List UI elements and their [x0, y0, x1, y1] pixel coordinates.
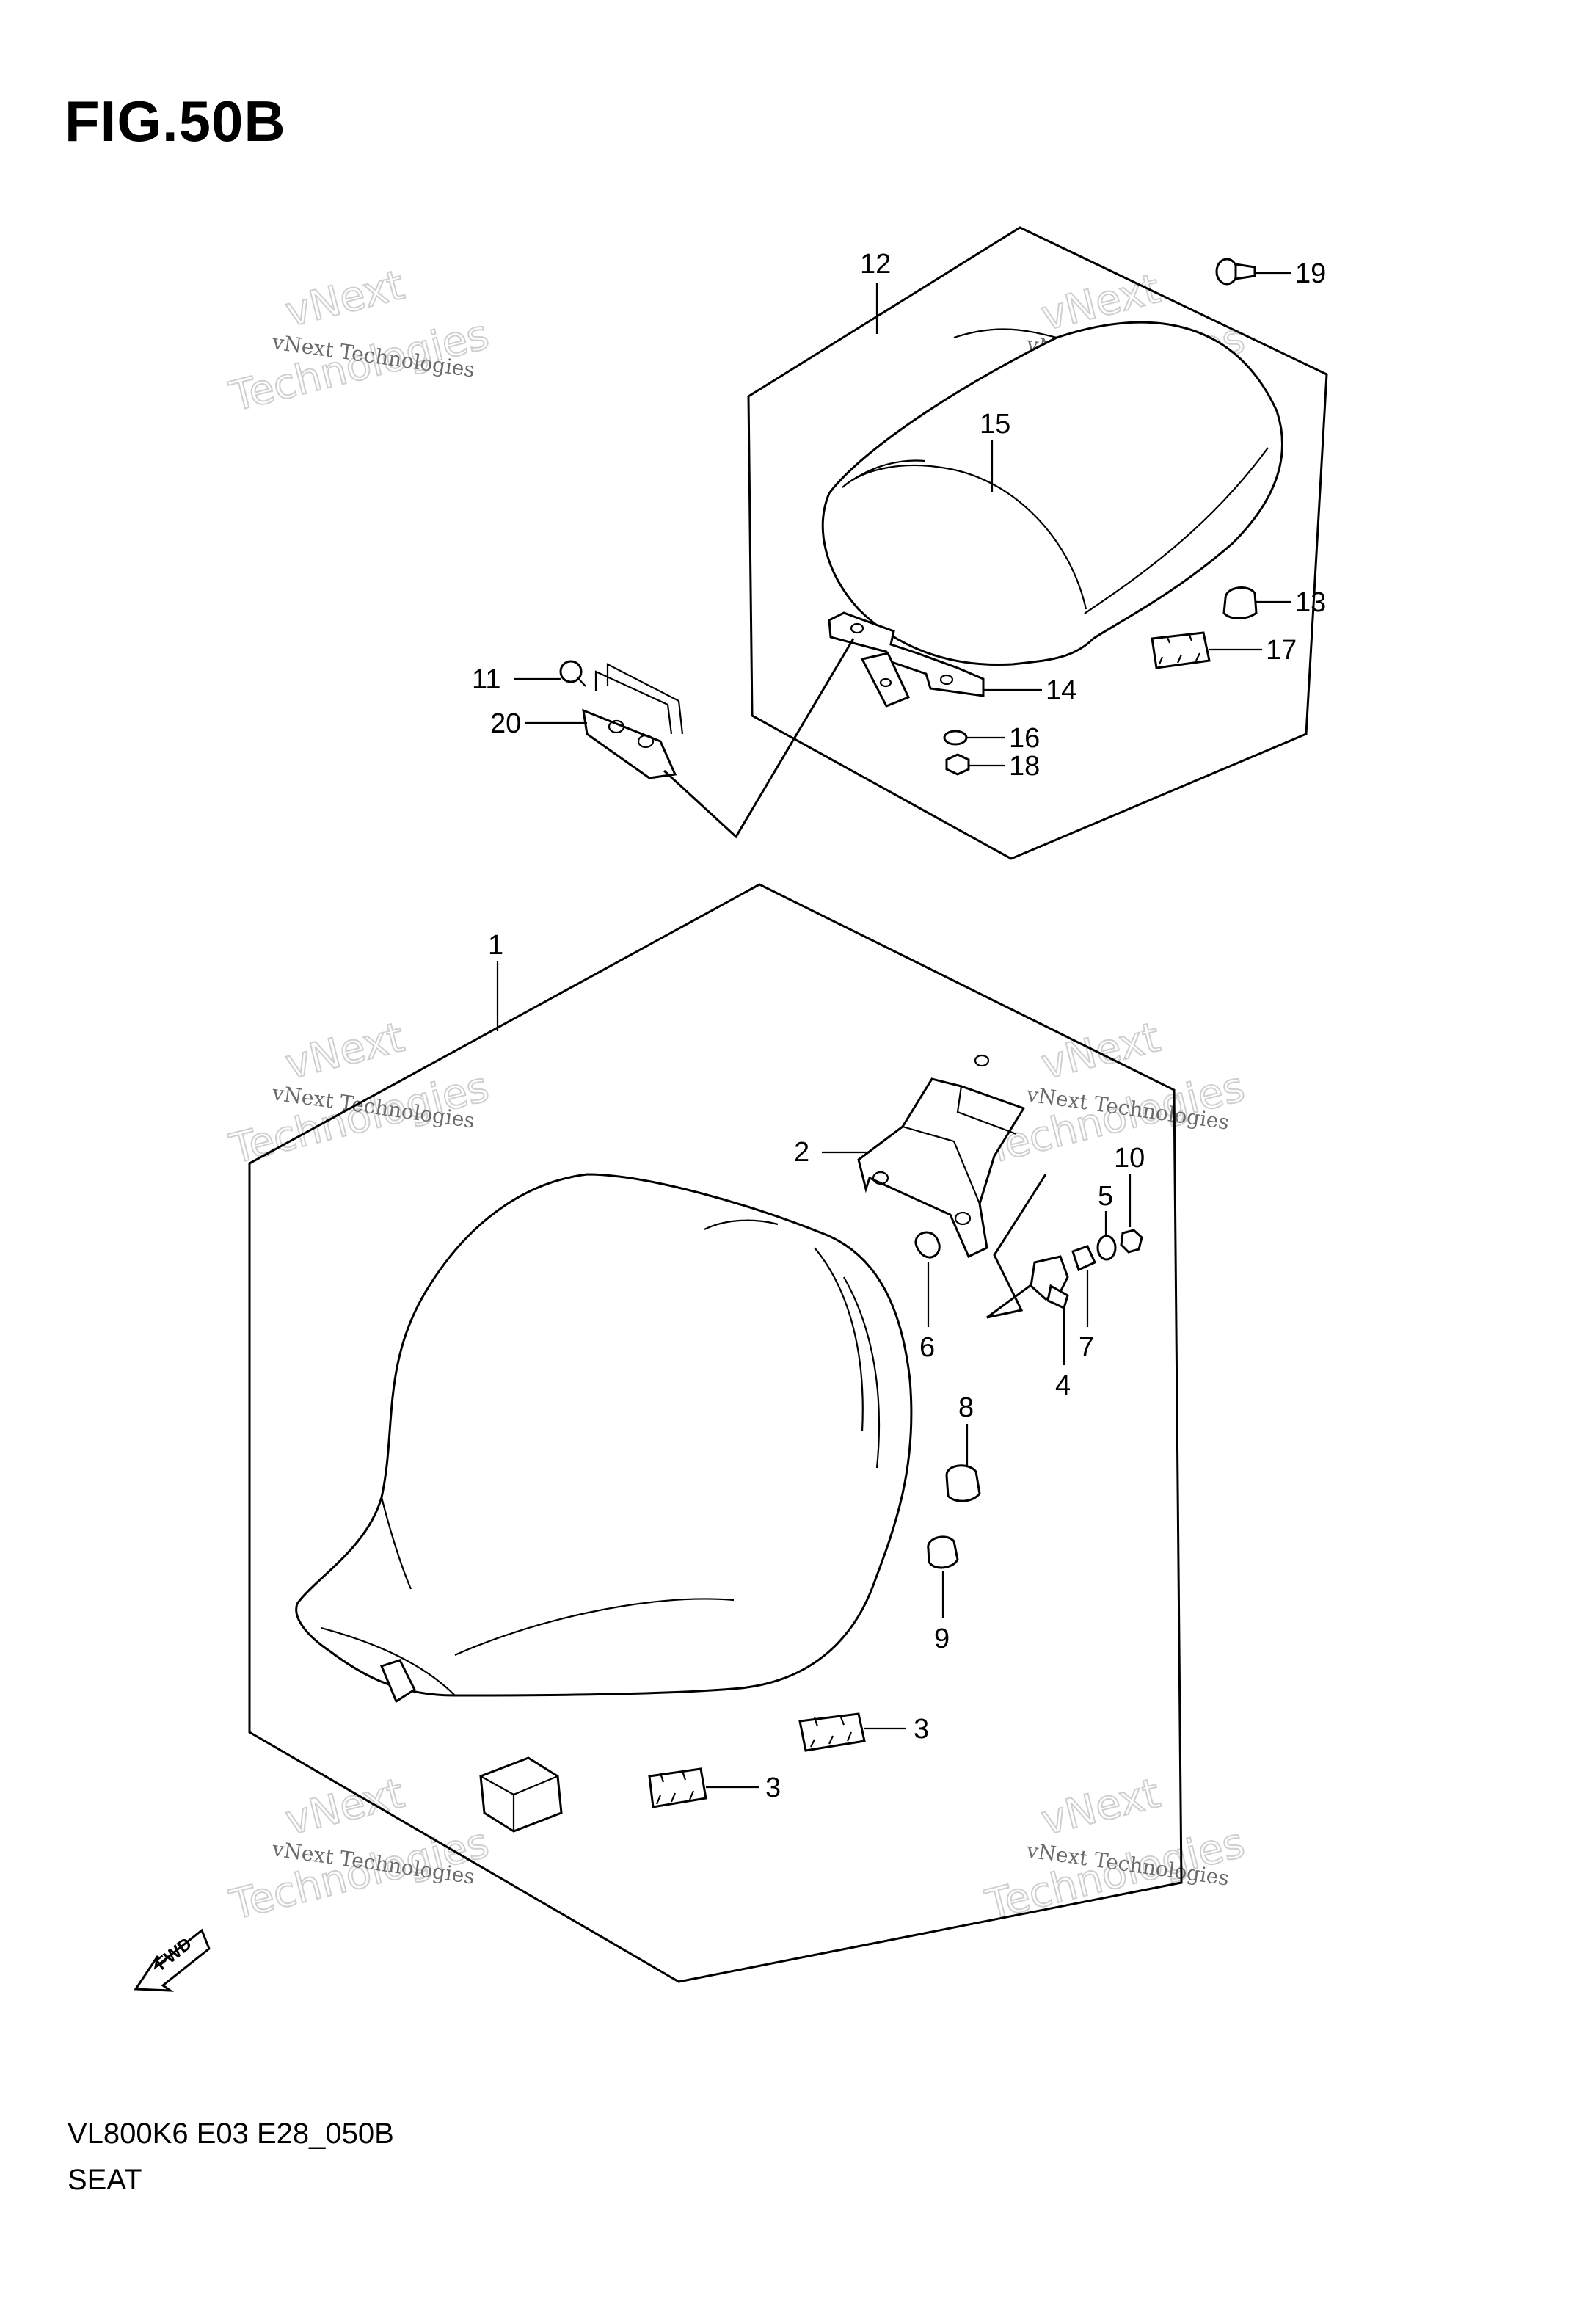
- washer: [1096, 1235, 1117, 1261]
- callout-4: 4: [1055, 1370, 1071, 1401]
- bolt: [559, 660, 586, 687]
- callout-9: 9: [934, 1624, 950, 1654]
- watermark-text: vNext: [1037, 1770, 1165, 1845]
- collar: [1071, 1245, 1096, 1272]
- callout-3-upper: 3: [914, 1714, 929, 1745]
- watermark-mid-left: vNext Technologies vNext Technologies: [225, 1013, 495, 1174]
- grab-handle: [582, 663, 684, 779]
- group-outline-passenger-seat: [747, 226, 1328, 860]
- callout-19: 19: [1295, 258, 1326, 289]
- washer: [914, 1231, 941, 1259]
- forward-direction-arrow: FWD: [134, 1928, 211, 1992]
- callout-numbers: 12 15 19 13 17 14 16 18 11 20 1 2 10 5 7…: [472, 249, 1326, 1803]
- hinge-bracket: [828, 611, 985, 708]
- seat-bracket: [857, 1054, 1026, 1259]
- tool-pouch-box: [479, 1756, 563, 1833]
- callout-12: 12: [860, 249, 891, 280]
- assembly-connector-line: [986, 1174, 1057, 1319]
- watermark-text: vNext: [281, 1014, 409, 1089]
- callout-20: 20: [490, 708, 521, 739]
- clip: [1151, 631, 1211, 669]
- clip: [798, 1712, 866, 1752]
- callout-2: 2: [794, 1137, 809, 1168]
- callout-18: 18: [1009, 751, 1040, 782]
- figure-title: FIG.50B: [65, 89, 286, 153]
- callout-7: 7: [1079, 1332, 1094, 1363]
- nut: [1120, 1229, 1143, 1254]
- callout-17: 17: [1266, 635, 1297, 666]
- clip: [648, 1767, 707, 1808]
- footer-diagram-code: VL800K6 E03 E28_050B: [68, 2117, 394, 2150]
- seat-lock: [1030, 1255, 1069, 1310]
- assembly-connector-line: [663, 638, 855, 839]
- watermark-text: vNext: [1037, 1014, 1165, 1089]
- callout-3-lower: 3: [765, 1773, 781, 1803]
- passenger-seat-cushion: [821, 321, 1283, 666]
- cushion-rubber: [927, 1535, 959, 1569]
- callout-8: 8: [958, 1392, 974, 1423]
- callout-10: 10: [1114, 1143, 1145, 1174]
- callout-5: 5: [1098, 1181, 1113, 1212]
- watermark-text: vNext: [281, 1770, 409, 1845]
- callout-15: 15: [980, 409, 1010, 440]
- washer: [943, 730, 968, 746]
- watermark-text: vNext: [281, 261, 409, 337]
- group-outline-rider-seat: [248, 883, 1183, 1983]
- leader-lines: [496, 272, 1291, 1789]
- callout-13: 13: [1295, 587, 1326, 618]
- cushion-rubber: [1222, 586, 1258, 619]
- watermark-bottom-right: vNext Technologies vNext Technologies: [980, 1769, 1250, 1930]
- screw: [1215, 258, 1256, 286]
- watermark-top-left: vNext Technologies vNext Technologies: [225, 261, 495, 422]
- callout-6: 6: [919, 1332, 935, 1363]
- callout-1: 1: [488, 930, 503, 961]
- callout-14: 14: [1046, 675, 1076, 706]
- callout-11: 11: [472, 664, 500, 695]
- nut: [945, 753, 970, 776]
- footer-diagram-name: SEAT: [68, 2164, 142, 2196]
- callout-16: 16: [1009, 723, 1040, 754]
- rider-seat: [295, 1173, 913, 1704]
- cushion-rubber: [945, 1464, 981, 1502]
